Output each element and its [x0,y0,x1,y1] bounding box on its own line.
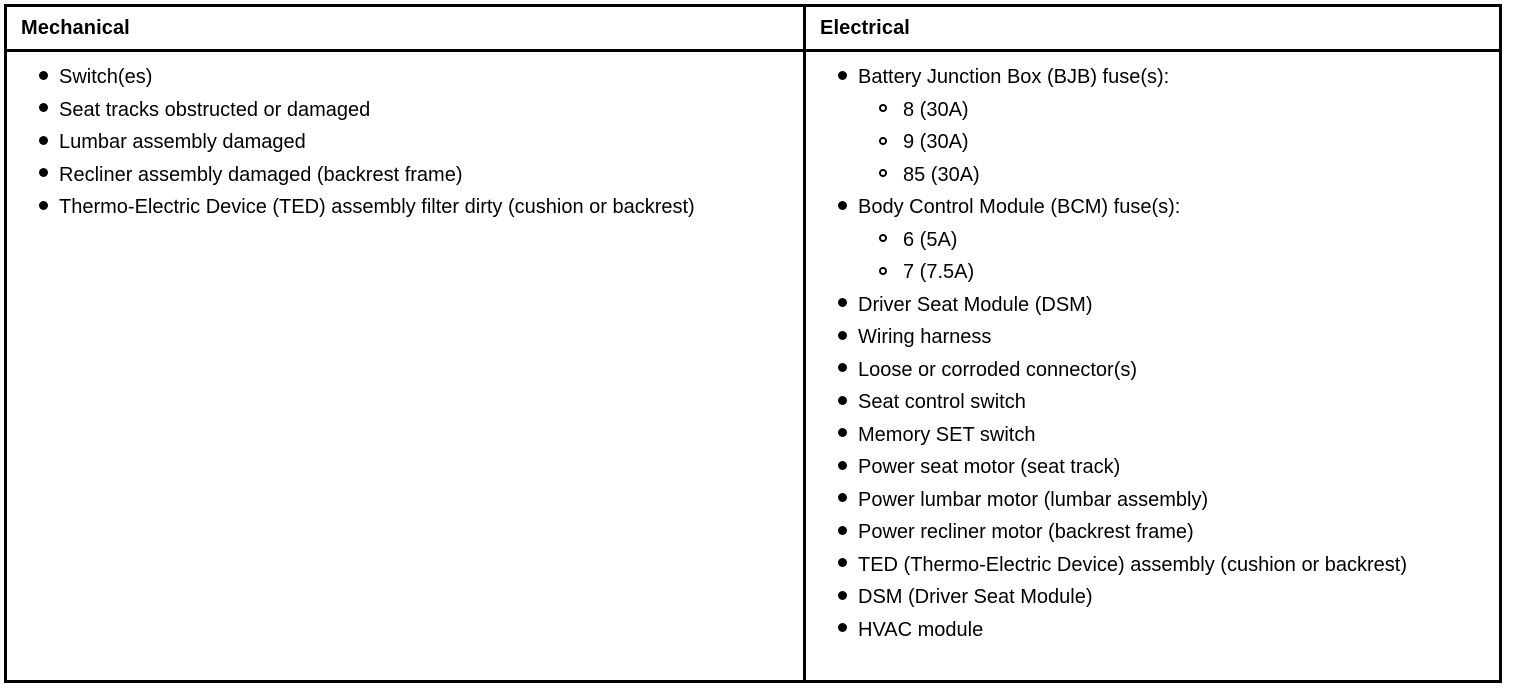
sub-list-item: 85 (30A) [858,159,1489,192]
filled-bullet-icon [838,451,847,484]
list-item: Driver Seat Module (DSM) [816,289,1489,322]
table-header-cell-electrical: Electrical [803,7,1499,49]
list-item-label: Seat control switch [858,391,1026,413]
list-item-label: Driver Seat Module (DSM) [858,293,1093,316]
hollow-circle-icon [879,159,887,192]
sub-list-item-label: 6 (5A) [903,228,958,251]
mechanical-causes-list: Switch(es) Seat tracks obstructed or dam… [17,61,793,224]
electrical-causes-list: Battery Junction Box (BJB) fuse(s): 8 (3… [816,61,1489,646]
list-item: Power recliner motor (backrest frame) [816,516,1489,549]
list-item: Seat control switch [816,386,1489,419]
filled-bullet-icon [39,126,48,159]
sub-list-item-label: 8 (30A) [903,98,969,121]
list-item-label: TED (Thermo-Electric Device) assembly (c… [858,553,1408,576]
filled-bullet-icon [838,61,847,94]
list-item-label: Memory SET switch [858,423,1036,446]
list-item: HVAC module [816,614,1489,647]
filled-bullet-icon [838,289,847,322]
sub-list-item: 7 (7.5A) [858,256,1489,289]
list-item: Lumbar assembly damaged [17,126,793,159]
filled-bullet-icon [838,549,847,582]
filled-bullet-icon [838,419,847,452]
list-item: Seat tracks obstructed or damaged [17,94,793,127]
sub-list-item-label: 9 (30A) [903,131,969,153]
filled-bullet-icon [39,94,48,127]
sub-list-item: 9 (30A) [858,126,1489,159]
list-item: Power seat motor (seat track) [816,451,1489,484]
table-cell-electrical: Battery Junction Box (BJB) fuse(s): 8 (3… [803,52,1499,680]
filled-bullet-icon [39,191,48,224]
electrical-content: Battery Junction Box (BJB) fuse(s): 8 (3… [806,52,1499,680]
hollow-circle-icon [879,224,887,257]
list-item-label: Wiring harness [858,326,992,348]
list-item: Body Control Module (BCM) fuse(s): 6 (5A… [816,191,1489,289]
hollow-circle-icon [879,94,887,127]
sub-list-item: 6 (5A) [858,224,1489,257]
list-item-label: Body Control Module (BCM) fuse(s): [858,196,1181,218]
table-header-cell-mechanical: Mechanical [7,7,803,49]
list-item-label: Seat tracks obstructed or damaged [59,98,371,121]
list-item-label: Switch(es) [59,66,153,88]
filled-bullet-icon [838,516,847,549]
list-item-label: Battery Junction Box (BJB) fuse(s): [858,66,1170,88]
filled-bullet-icon [838,321,847,354]
bcm-fuse-sublist: 6 (5A) 7 (7.5A) [858,224,1489,289]
list-item-label: Recliner assembly damaged (backrest fram… [59,163,463,186]
sub-list-item-label: 7 (7.5A) [903,261,975,283]
hollow-circle-icon [879,256,887,289]
filled-bullet-icon [39,159,48,192]
list-item: TED (Thermo-Electric Device) assembly (c… [816,549,1489,582]
list-item: Loose or corroded connector(s) [816,354,1489,387]
list-item-label: Lumbar assembly damaged [59,131,306,153]
column-header-mechanical: Mechanical [21,17,130,39]
list-item: Recliner assembly damaged (backrest fram… [17,159,793,192]
list-item-label: Power seat motor (seat track) [858,456,1121,478]
sub-list-item-label: 85 (30A) [903,163,980,186]
list-item-label: Power recliner motor (backrest frame) [858,521,1194,543]
diagnostic-causes-table: Mechanical Electrical Switch(es) [4,4,1502,683]
table-body-row: Switch(es) Seat tracks obstructed or dam… [7,52,1499,680]
filled-bullet-icon [838,484,847,517]
filled-bullet-icon [838,386,847,419]
hollow-circle-icon [879,126,887,159]
list-item-label: Loose or corroded connector(s) [858,358,1138,381]
list-item-label: HVAC module [858,618,984,641]
table-header-row: Mechanical Electrical [7,7,1499,52]
filled-bullet-icon [838,614,847,647]
list-item: Wiring harness [816,321,1489,354]
table-cell-mechanical: Switch(es) Seat tracks obstructed or dam… [7,52,803,680]
list-item: Thermo-Electric Device (TED) assembly fi… [17,191,793,224]
bjb-fuse-sublist: 8 (30A) 9 (30A) 85 (30A) [858,94,1489,192]
mechanical-content: Switch(es) Seat tracks obstructed or dam… [7,52,803,680]
list-item-label: DSM (Driver Seat Module) [858,586,1093,608]
column-header-electrical: Electrical [820,17,910,39]
list-item: Switch(es) [17,61,793,94]
sub-list-item: 8 (30A) [858,94,1489,127]
list-item: Battery Junction Box (BJB) fuse(s): 8 (3… [816,61,1489,191]
filled-bullet-icon [39,61,48,94]
list-item: Memory SET switch [816,419,1489,452]
filled-bullet-icon [838,581,847,614]
list-item: DSM (Driver Seat Module) [816,581,1489,614]
list-item-label: Thermo-Electric Device (TED) assembly fi… [59,196,695,218]
list-item: Power lumbar motor (lumbar assembly) [816,484,1489,517]
filled-bullet-icon [838,191,847,224]
list-item-label: Power lumbar motor (lumbar assembly) [858,488,1209,511]
filled-bullet-icon [838,354,847,387]
